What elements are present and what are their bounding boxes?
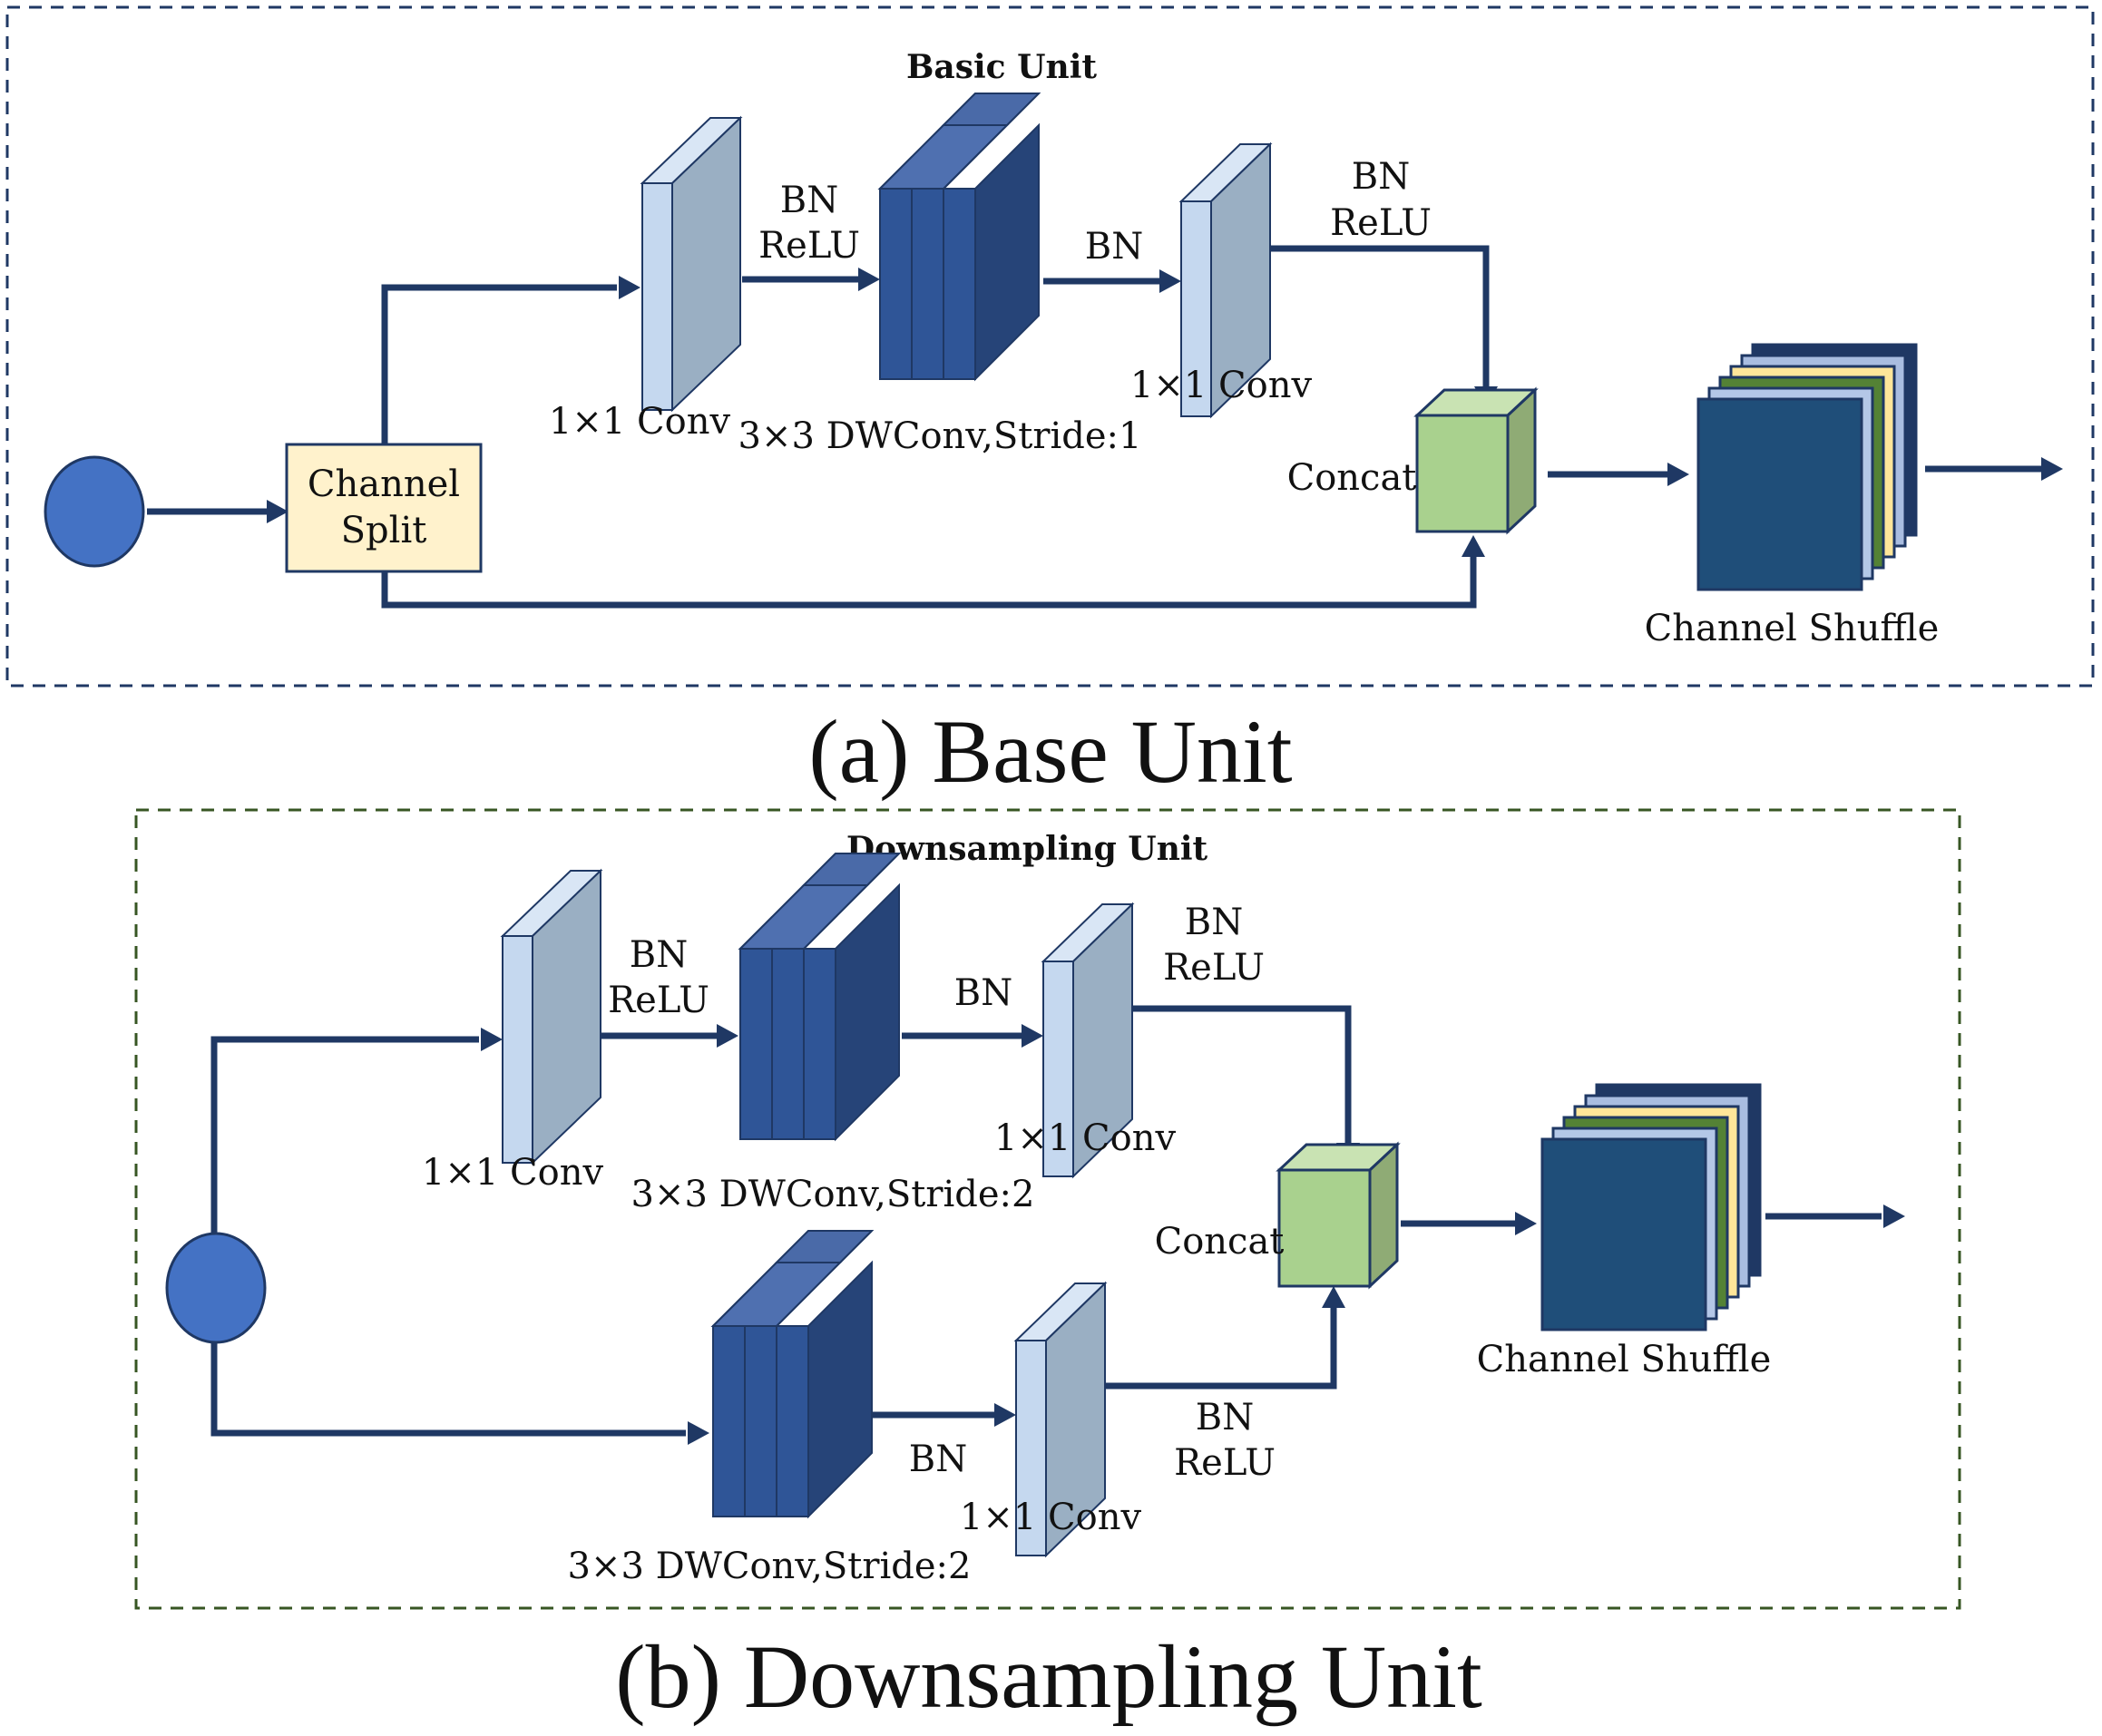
panel-b-concat-cube	[1277, 1143, 1399, 1288]
panel-a-channel-split: Channel Split	[285, 443, 483, 573]
panel-b-top-bn: BN	[954, 972, 1012, 1014]
panel-b-top-dwconv-block	[739, 853, 900, 1140]
panel-a-border	[5, 5, 2095, 688]
panel-b: Downsampling Unit 1×1 Conv BN ReLU	[134, 808, 1961, 1610]
panel-a-bn-relu-1: BN	[780, 180, 838, 221]
panel-b-top-conv1-block	[502, 870, 601, 1164]
panel-a-title: Basic Unit	[906, 48, 1097, 86]
panel-b-concat-label: Concat	[1155, 1221, 1285, 1263]
svg-text:ReLU: ReLU	[1330, 202, 1432, 244]
panel-b-connections	[210, 1005, 1905, 1445]
panel-a-concat-label: Concat	[1287, 457, 1417, 499]
panel-a-conv1-block	[641, 117, 741, 411]
panel-b-bottom-dwconv-block	[712, 1230, 873, 1517]
panel-a-dwconv-block	[879, 93, 1040, 380]
panel-b-bottom-bn-relu: BN	[1196, 1397, 1254, 1439]
svg-text:ReLU: ReLU	[608, 980, 709, 1021]
svg-text:ReLU: ReLU	[1163, 947, 1265, 989]
panel-b-top-bn-relu-2: BN	[1185, 902, 1243, 943]
panel-b-shuffle-label: Channel Shuffle	[1477, 1339, 1772, 1380]
panel-b-caption: (b) Downsampling Unit	[615, 1626, 1482, 1727]
svg-text:ReLU: ReLU	[758, 225, 860, 267]
panel-a-conv1-label: 1×1 Conv	[549, 401, 731, 443]
panel-a-bn: BN	[1085, 226, 1143, 268]
panel-b-title: Downsampling Unit	[846, 830, 1208, 868]
panel-b-top-dwconv-label: 3×3 DWConv,Stride:2	[631, 1174, 1035, 1215]
panel-b-top-conv2-label: 1×1 Conv	[994, 1117, 1177, 1159]
panel-b-bottom-bn: BN	[909, 1439, 967, 1480]
panel-a-shuffle-stack	[1696, 343, 1918, 591]
svg-text:Split: Split	[341, 510, 427, 551]
panel-b-bottom-conv-label: 1×1 Conv	[960, 1497, 1142, 1538]
panel-a-concat-cube	[1415, 388, 1537, 533]
panel-a-dwconv-label: 3×3 DWConv,Stride:1	[738, 415, 1142, 457]
panel-a: Basic Unit Channel Split 1	[5, 5, 2095, 688]
panel-a-caption: (a) Base Unit	[808, 701, 1292, 802]
panel-b-input-node	[165, 1232, 267, 1344]
panel-a-connections	[147, 245, 2063, 609]
panel-a-input-node	[44, 455, 145, 568]
svg-text:Channel: Channel	[308, 463, 460, 505]
panel-b-top-conv1-label: 1×1 Conv	[422, 1152, 604, 1194]
panel-a-bn-relu-2: BN	[1352, 156, 1410, 198]
svg-text:ReLU: ReLU	[1174, 1442, 1276, 1484]
panel-b-shuffle-stack	[1540, 1083, 1762, 1331]
panel-b-bottom-dwconv-label: 3×3 DWConv,Stride:2	[568, 1546, 972, 1587]
panel-b-top-bn-relu-1: BN	[630, 934, 688, 976]
panel-a-conv2-label: 1×1 Conv	[1130, 365, 1313, 406]
panel-b-border	[134, 808, 1961, 1610]
panel-a-shuffle-label: Channel Shuffle	[1645, 608, 1940, 649]
